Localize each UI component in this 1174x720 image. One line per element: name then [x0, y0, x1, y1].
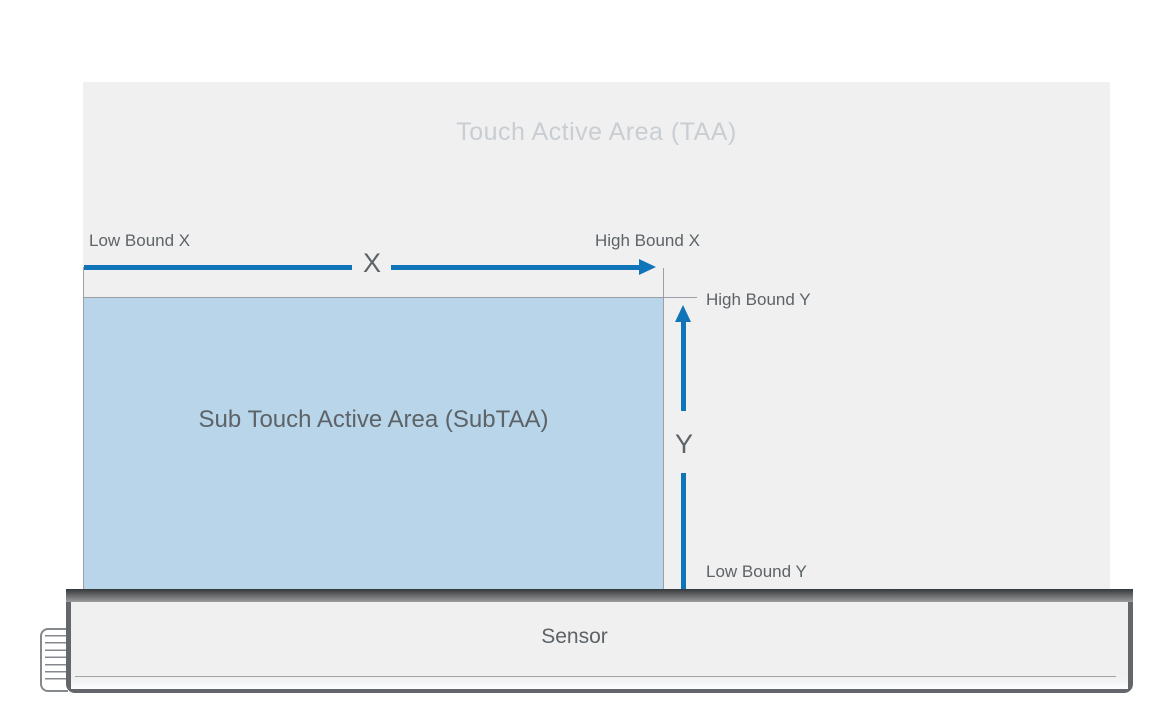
ribbon-connector-icon	[40, 628, 68, 692]
x-axis-label: X	[362, 248, 381, 278]
sensor-bar: Sensor	[66, 589, 1133, 693]
x-arrowhead-right-icon	[639, 259, 656, 275]
subtaa-label: Sub Touch Active Area (SubTAA)	[198, 406, 549, 433]
subtaa-top-boundary-line	[83, 297, 697, 298]
sensor-bottom-strip	[71, 678, 1128, 689]
sensor-inner-line	[75, 676, 1116, 677]
low-bound-y-label: Low Bound Y	[706, 562, 807, 581]
subtaa-right-boundary-line	[663, 268, 664, 589]
y-arrowhead-up-icon	[675, 305, 691, 322]
sensor-label: Sensor	[541, 625, 608, 648]
sensor-top-band	[66, 589, 1133, 602]
x-arrow-segment-left	[84, 265, 352, 270]
subtaa-region: Sub Touch Active Area (SubTAA)	[84, 298, 663, 589]
x-arrow-segment-right	[391, 265, 640, 270]
connector-pins-icon	[45, 635, 68, 685]
y-axis-label: Y	[674, 429, 693, 459]
y-arrow-segment-bottom	[681, 473, 686, 589]
low-bound-x-label: Low Bound X	[89, 231, 191, 250]
high-bound-y-label: High Bound Y	[706, 290, 811, 309]
subtaa-left-boundary-line	[83, 267, 84, 589]
taa-title: Touch Active Area (TAA)	[456, 118, 737, 146]
sensor-body: Sensor	[71, 602, 1128, 689]
high-bound-x-label: High Bound X	[595, 231, 700, 250]
y-arrow-segment-top	[681, 321, 686, 411]
